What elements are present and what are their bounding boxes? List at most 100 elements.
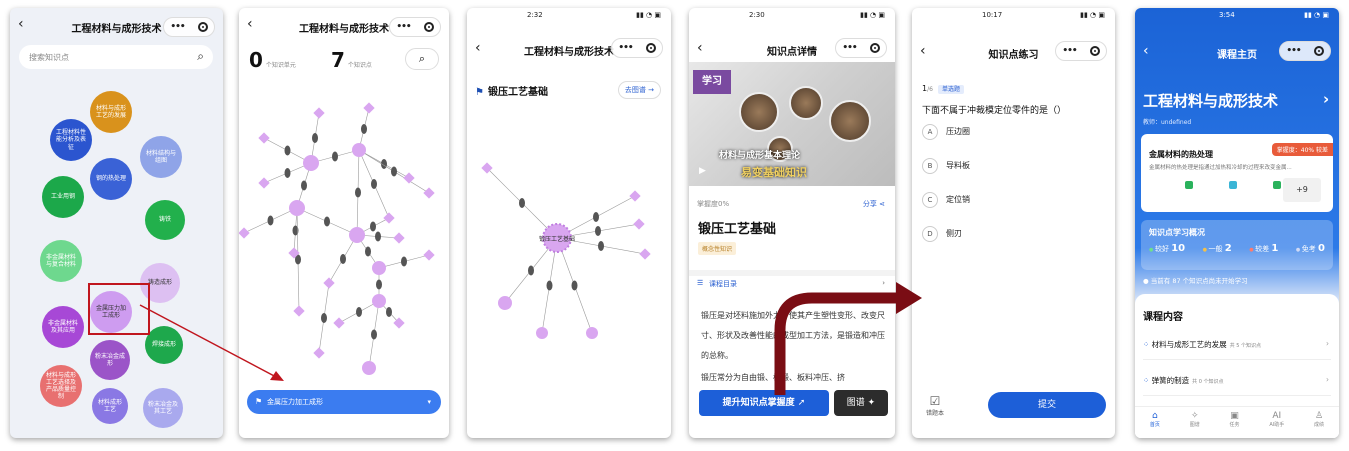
graph-node[interactable] [313, 347, 325, 359]
map-button[interactable]: 图谱 ✦ [834, 390, 888, 416]
graph-node[interactable] [333, 317, 345, 329]
graph-node[interactable] [258, 132, 270, 144]
back-chevron-icon[interactable]: ‹ [18, 16, 24, 32]
knowledge-bubble[interactable]: 铸铁 [145, 200, 185, 240]
center-node[interactable] [542, 223, 572, 253]
tab-4[interactable]: ♙成绩 [1314, 411, 1324, 438]
course-title[interactable]: 工程材料与成形技术› [1143, 90, 1329, 111]
submit-button[interactable]: 提交 [988, 392, 1106, 418]
mini-program-capsule[interactable]: ••• [835, 38, 887, 58]
graph-node[interactable] [349, 227, 365, 243]
mini-program-capsule[interactable]: ••• [1055, 41, 1107, 61]
more-icon[interactable]: ••• [396, 22, 411, 32]
tab-0[interactable]: ⌂首页 [1150, 411, 1160, 438]
video-banner[interactable]: 学习 材料与成形基本理论 易变基础知识 ▶ [689, 62, 895, 186]
chapter-item[interactable]: ⁘ 弹簧的制造共 0 个知识点› [1143, 375, 1331, 396]
close-icon[interactable] [423, 22, 434, 32]
knowledge-bubble[interactable]: 钢的热处理 [90, 158, 132, 200]
go-map-button[interactable]: 去图谱 → [617, 81, 661, 99]
graph-node[interactable] [313, 107, 325, 119]
more-icon[interactable]: ••• [618, 43, 633, 53]
overview-title: 知识点学习概况 [1149, 228, 1205, 237]
graph-node[interactable] [289, 200, 305, 216]
knowledge-bubble[interactable]: 工程材料性能分析及表征 [50, 119, 92, 161]
graph-node[interactable] [303, 155, 319, 171]
graph-node[interactable] [639, 248, 651, 260]
knowledge-bubble[interactable]: 非金属材料及其应用 [42, 306, 84, 348]
mini-program-capsule[interactable]: ••• [389, 17, 441, 37]
graph-node[interactable] [586, 327, 598, 339]
caret-down-icon: ▾ [427, 398, 431, 406]
knowledge-bubble[interactable]: 工业用钢 [42, 176, 84, 218]
search-button[interactable]: ⌕ [405, 48, 439, 70]
share-button[interactable]: 分享 ⋖ [863, 199, 885, 209]
graph-node[interactable] [258, 177, 270, 189]
graph-node[interactable] [498, 296, 512, 310]
graph-node[interactable] [383, 212, 395, 224]
more-icon[interactable]: ••• [842, 43, 857, 53]
search-input[interactable]: 搜索知识点 ⌕ [19, 45, 213, 69]
knowledge-bubble[interactable]: 粉末冶金及其工艺 [143, 388, 183, 428]
graph-node[interactable] [362, 361, 376, 375]
graph-node[interactable] [372, 294, 386, 308]
more-icon[interactable]: ••• [1062, 46, 1077, 56]
graph-node[interactable] [536, 327, 548, 339]
graph-node[interactable] [323, 277, 335, 289]
knowledge-bubble[interactable]: 粉末冶金成形 [90, 340, 130, 380]
knowledge-bubble[interactable]: 材料结构与组图 [140, 136, 182, 178]
knowledge-bubble[interactable]: 材料成形工艺 [92, 388, 128, 424]
graph-node[interactable] [403, 172, 415, 184]
back-chevron-icon[interactable]: ‹ [247, 16, 253, 32]
close-icon[interactable] [197, 22, 208, 32]
close-icon[interactable] [1313, 46, 1324, 56]
graph-node[interactable] [393, 232, 405, 244]
improve-mastery-button[interactable]: 提升知识点掌握度 ➚ [699, 390, 829, 416]
search-icon[interactable]: ⌕ [197, 49, 204, 63]
back-chevron-icon[interactable]: ‹ [920, 43, 926, 59]
graph-node[interactable] [363, 102, 375, 114]
knowledge-bubble[interactable]: 材料与成形工艺的发展 [90, 91, 132, 133]
graph-node[interactable] [293, 305, 305, 317]
knowledge-bubble[interactable]: 金属压力加工成形 [90, 291, 132, 333]
back-chevron-icon[interactable]: ‹ [697, 40, 703, 56]
error-book-button[interactable]: ☑错题本 [926, 394, 944, 417]
graph-node[interactable] [239, 227, 250, 239]
graph-node[interactable] [423, 187, 435, 199]
recommended-point-card[interactable]: 掌握度：40% 较差 金属材料的热处理 金属材料的热处理是指通过加热和冷却的过程… [1141, 134, 1333, 212]
mini-program-capsule[interactable]: ••• [163, 17, 215, 37]
more-icon[interactable]: ••• [170, 22, 185, 32]
back-chevron-icon[interactable]: ‹ [1143, 43, 1149, 59]
graph-node[interactable] [352, 143, 366, 157]
graph-canvas[interactable] [239, 83, 449, 383]
knowledge-bubble[interactable]: 焊接成形 [145, 326, 183, 364]
graph-node[interactable] [393, 317, 405, 329]
graph-node[interactable] [629, 190, 641, 202]
tab-2[interactable]: ▣任务 [1230, 411, 1240, 438]
course-catalog-link[interactable]: ☰ 课程目录 › [689, 270, 895, 292]
more-icon[interactable]: ••• [1286, 46, 1301, 56]
graph-node[interactable] [423, 249, 435, 261]
close-icon[interactable] [1089, 46, 1100, 56]
graph-node[interactable] [372, 261, 386, 275]
graph-node[interactable] [633, 218, 645, 230]
unit-selector[interactable]: ⚑ 金属压力加工成形 ▾ [247, 390, 441, 414]
point-graph-canvas[interactable]: 锻压工艺基础 [467, 138, 671, 398]
mini-program-capsule[interactable]: ••• [1279, 41, 1331, 61]
close-icon[interactable] [645, 43, 656, 53]
play-icon[interactable]: ▶ [699, 166, 706, 176]
close-icon[interactable] [869, 43, 880, 53]
chapter-item[interactable]: ⁘ 材料与成形工艺的发展共 5 个知识点› [1143, 339, 1331, 360]
knowledge-bubble[interactable]: 材料与成形工艺选择及产品质量控制 [40, 365, 82, 407]
status-time: 2:32 [527, 11, 543, 19]
mini-program-capsule[interactable]: ••• [611, 38, 663, 58]
nav-title: 工程材料与成形技术 [524, 47, 614, 58]
back-chevron-icon[interactable]: ‹ [475, 40, 481, 56]
tab-1[interactable]: ✧图谱 [1190, 411, 1200, 438]
knowledge-bubble[interactable]: 非金属材料与复合材料 [40, 240, 82, 282]
